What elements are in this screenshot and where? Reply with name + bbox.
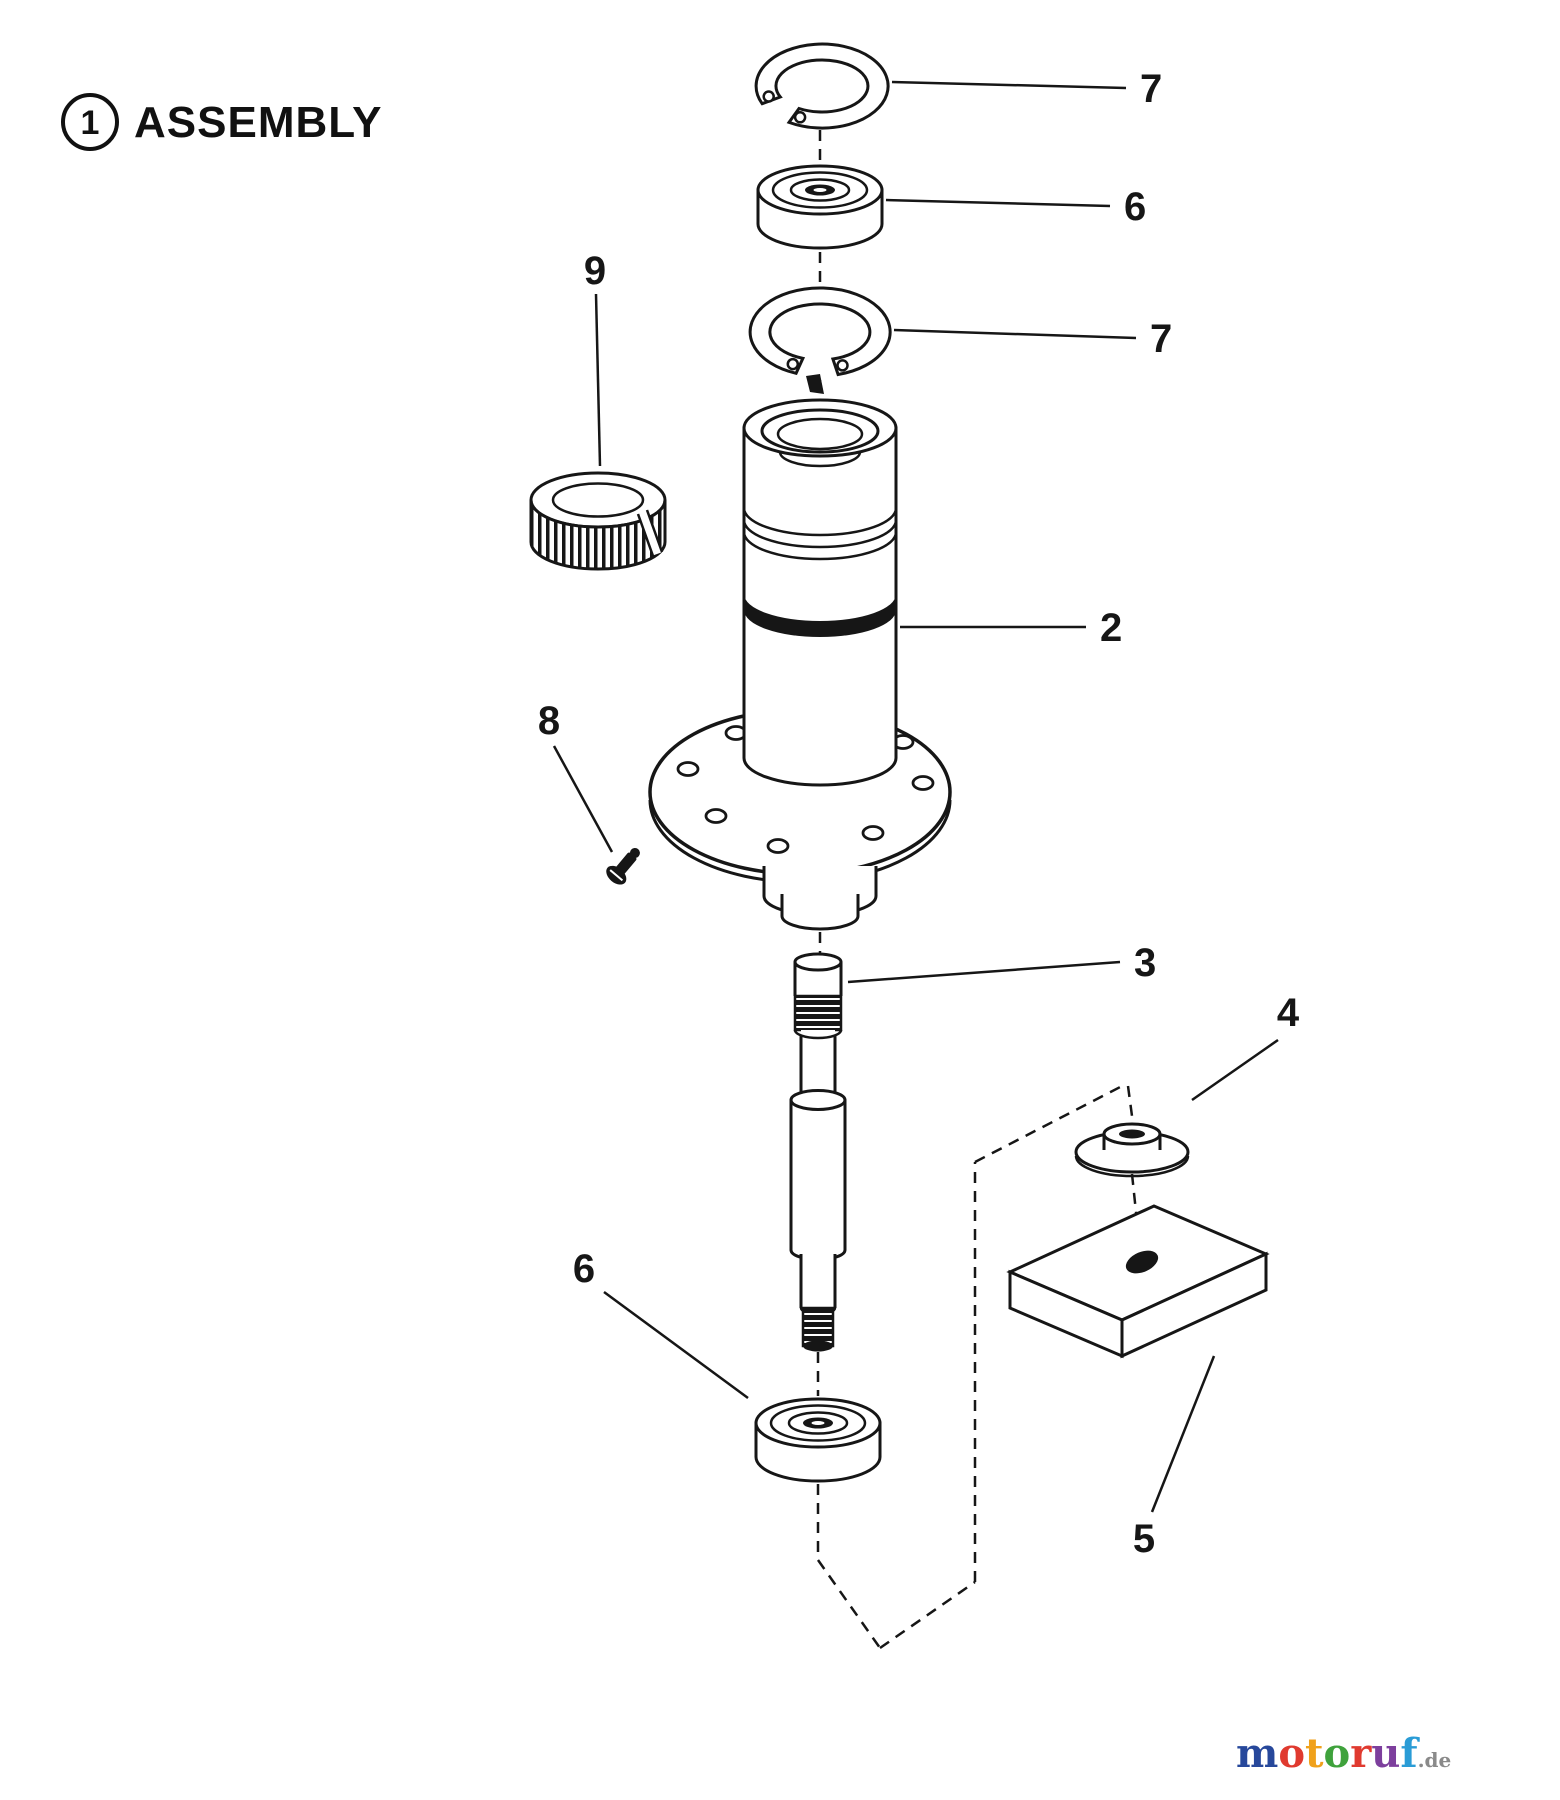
- snap-ring-ear-hole: [793, 111, 807, 124]
- hub-nose: [780, 894, 860, 931]
- snap-ring-ear-hole: [836, 359, 849, 372]
- watermark-letter: m: [1236, 1730, 1279, 1777]
- watermark-letters: motoruf: [1236, 1730, 1418, 1777]
- snap-ring-top: [754, 42, 890, 130]
- callout-shaft: 3: [1134, 941, 1156, 985]
- leader-snap-ring-mid: [893, 328, 1137, 340]
- watermark-letter: o: [1323, 1730, 1351, 1777]
- callout-labels: 7 6 7 9 2 8 3 4 6 5: [538, 67, 1300, 1561]
- watermark-letter: u: [1371, 1730, 1401, 1777]
- watermark-letter: r: [1350, 1730, 1372, 1777]
- leader-lines: [552, 80, 1279, 1513]
- leader-shaft: [847, 960, 1121, 984]
- housing-tube: [742, 426, 898, 787]
- bearing-bottom: [754, 1397, 882, 1483]
- callout-bearing-top: 6: [1124, 185, 1146, 229]
- callout-grease-fitting: 8: [538, 699, 560, 743]
- leader-bearing-bottom: [603, 1290, 749, 1400]
- leader-washer: [1191, 1038, 1279, 1102]
- shaft-threads-top: [793, 994, 843, 1032]
- leader-bearing-race: [594, 293, 602, 467]
- callout-spindle-housing: 2: [1100, 606, 1122, 650]
- leader-snap-ring-top: [891, 80, 1127, 90]
- watermark-letter: t: [1305, 1730, 1324, 1777]
- bearing-top: [756, 164, 884, 250]
- housing-band: [744, 594, 896, 637]
- callout-snap-ring-mid: 7: [1150, 317, 1172, 361]
- leader-grease-fitting: [552, 745, 614, 853]
- leader-spacer-block: [1150, 1355, 1216, 1513]
- snap-ring-tab: [806, 374, 824, 394]
- grease-fitting: [606, 847, 640, 885]
- bolt-hole: [704, 808, 728, 824]
- callout-bearing-bottom: 6: [573, 1247, 595, 1291]
- callout-spacer-block: 5: [1133, 1517, 1155, 1561]
- spindle-housing: [648, 398, 952, 931]
- snap-ring-ear-hole: [786, 357, 800, 371]
- race-split-gap: [637, 510, 662, 556]
- figure-number: 1: [81, 104, 100, 142]
- figure-title: 1 ASSEMBLY: [61, 93, 382, 151]
- bolt-hole: [861, 825, 885, 841]
- bolt-hole: [911, 775, 935, 791]
- watermark-link[interactable]: motoruf.de: [1236, 1734, 1451, 1774]
- block-right-face: [1120, 1251, 1268, 1359]
- washer-hole: [1119, 1129, 1145, 1139]
- page-title: ASSEMBLY: [134, 98, 382, 147]
- callout-snap-ring-top: 7: [1140, 67, 1162, 111]
- callout-bearing-race: 9: [584, 249, 606, 293]
- shaft-threads-bottom: [801, 1306, 835, 1348]
- shaft: [789, 952, 847, 1352]
- figure-number-circle: [61, 93, 119, 151]
- watermark-suffix: .de: [1417, 1748, 1452, 1772]
- centerline-dashes: [816, 130, 1142, 1650]
- snap-ring-ear-hole: [762, 90, 775, 103]
- bearing-race: [529, 471, 667, 571]
- bolt-hole: [766, 838, 790, 854]
- watermark-letter: f: [1400, 1730, 1418, 1777]
- bolt-hole: [676, 761, 700, 777]
- watermark-letter: o: [1278, 1730, 1306, 1777]
- snap-ring-mid: [748, 286, 892, 394]
- block-hole: [1125, 1250, 1159, 1274]
- spacer-block: [1006, 1204, 1270, 1359]
- leader-bearing-top: [885, 198, 1111, 208]
- callout-washer: 4: [1277, 991, 1300, 1035]
- washer: [1074, 1122, 1190, 1178]
